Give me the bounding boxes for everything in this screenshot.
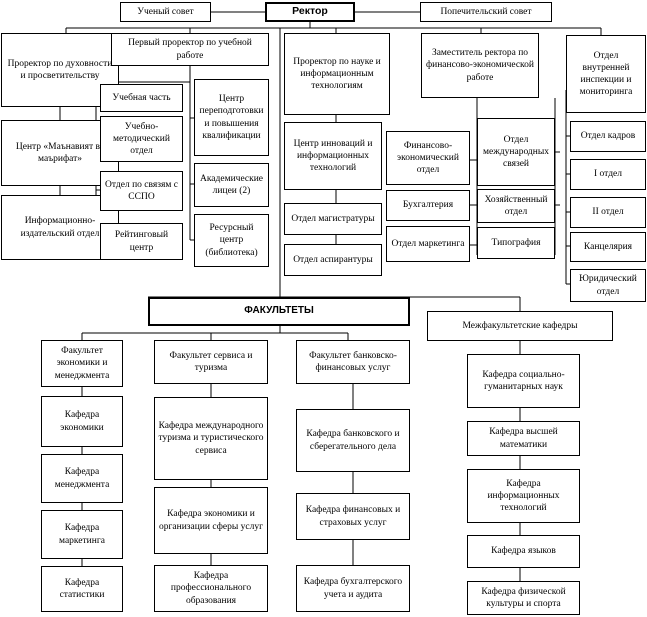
chair-statistics-box: Кафедра статистики — [41, 566, 123, 612]
masters-dept-box: Отдел магистратуры — [284, 203, 382, 235]
fin-econ-dept-box: Финансово-экономический отдел — [386, 131, 470, 185]
chair-economics-box: Кафедра экономики — [41, 396, 123, 447]
faculties-title-box: ФАКУЛЬТЕТЫ — [148, 297, 410, 326]
chair-math-box: Кафедра высшей математики — [467, 421, 580, 456]
finance-deputy-box: Заместитель ректора по финансово-экономи… — [421, 33, 539, 98]
hr-dept-box: Отдел кадров — [570, 121, 646, 152]
rector-box: Ректор — [265, 2, 355, 22]
chair-tourism-box: Кафедра международного туризма и туристи… — [154, 397, 268, 480]
rating-center-box: Рейтинговый центр — [100, 223, 183, 260]
first-vice-rector-box: Первый проректор по учебной работе — [111, 33, 269, 66]
chair-service-economics-box: Кафедра экономики и организации сферы ус… — [154, 487, 268, 554]
board-of-trustees-box: Попечительский совет — [420, 2, 552, 22]
publishing-dept-box: Информационно-издательский отдел — [1, 195, 119, 260]
retraining-center-box: Центр переподготовки и повышения квалифи… — [194, 79, 269, 156]
inspection-dept-box: Отдел внутренней инспекции и мониторинга — [566, 35, 646, 113]
interfaculty-chairs-box: Межфакультетские кафедры — [427, 311, 613, 341]
international-dept-box: Отдел международных связей — [477, 118, 555, 186]
vice-rector-spiritual-box: Проректор по духовности и просветительст… — [1, 33, 119, 107]
postgrad-dept-box: Отдел аспирантуры — [284, 244, 382, 276]
sspo-dept-box: Отдел по связям с ССПО — [100, 171, 183, 211]
economic-dept-box: Хозяйственный отдел — [477, 189, 555, 223]
second-dept-box: II отдел — [570, 197, 646, 228]
chair-humanities-box: Кафедра социально-гуманитарных наук — [467, 354, 580, 408]
innovation-center-box: Центр инноваций и информационных техноло… — [284, 122, 382, 190]
chair-management-box: Кафедра менеджмента — [41, 454, 123, 503]
methodical-dept-box: Учебно-методический отдел — [100, 116, 183, 162]
chair-professional-education-box: Кафедра профессионального образования — [154, 565, 268, 612]
chair-banking-box: Кафедра банковского и сберегательного де… — [296, 409, 410, 472]
chair-it-box: Кафедра информационных технологий — [467, 469, 580, 523]
chair-languages-box: Кафедра языков — [467, 535, 580, 568]
chair-marketing-box: Кафедра маркетинга — [41, 510, 123, 559]
chair-accounting-box: Кафедра бухгалтерского учета и аудита — [296, 565, 410, 612]
first-dept-box: I отдел — [570, 159, 646, 190]
study-dept-box: Учебная часть — [100, 84, 183, 112]
accounting-box: Бухгалтерия — [386, 190, 470, 221]
spiritual-center-box: Центр «Маънавият ва маърифат» — [1, 120, 119, 186]
library-box: Ресурсный центр (библиотека) — [194, 214, 269, 267]
marketing-dept-box: Отдел маркетинга — [386, 226, 470, 262]
faculty-economics-box: Факультет экономики и менеджмента — [41, 340, 123, 387]
legal-dept-box: Юридический отдел — [570, 269, 646, 302]
vice-rector-science-box: Проректор по науке и информационным техн… — [284, 33, 390, 115]
faculty-banking-box: Факультет банковско-финансовых услуг — [296, 340, 410, 384]
faculty-service-box: Факультет сервиса и туризма — [154, 340, 268, 384]
chair-insurance-box: Кафедра финансовых и страховых услуг — [296, 493, 410, 540]
chancellery-box: Канцелярия — [570, 232, 646, 262]
chair-sport-box: Кафедра физической культуры и спорта — [467, 581, 580, 615]
printing-box: Типография — [477, 227, 555, 259]
academic-council-box: Ученый совет — [120, 2, 211, 22]
lyceums-box: Академические лицеи (2) — [194, 163, 269, 207]
